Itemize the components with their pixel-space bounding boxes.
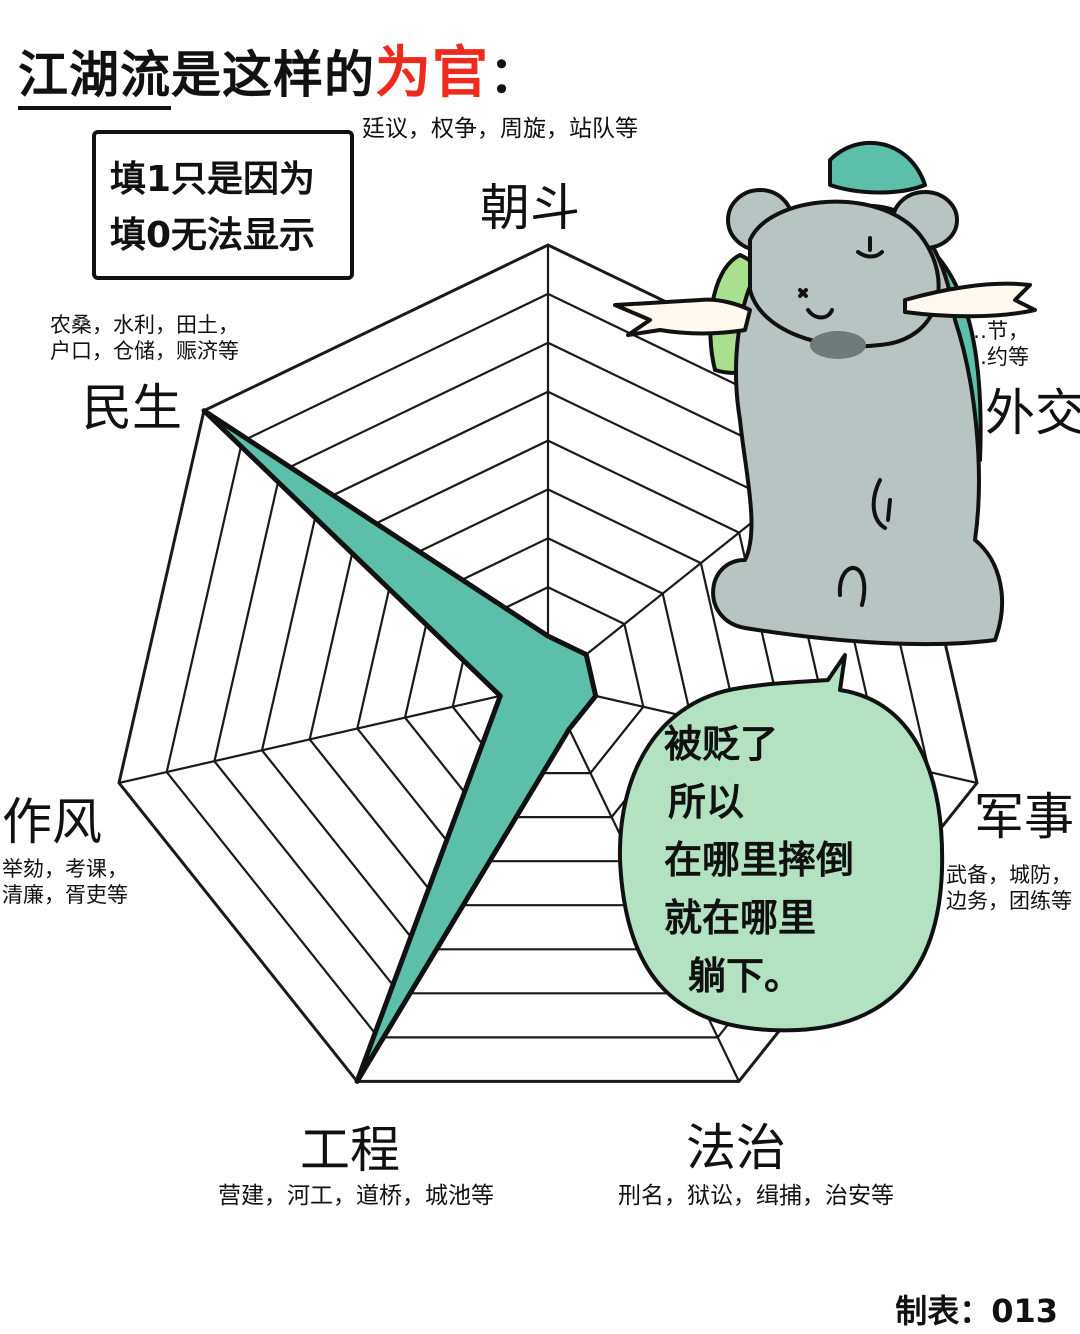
leaf-fan [708,253,788,375]
title-suffix: ： [489,46,540,104]
mascot-cheek [810,331,866,359]
mascot-ear-right [891,190,959,250]
series-area [201,408,599,1084]
page-title: 江湖流是这样的为官： [18,28,540,110]
spoke-6 [118,683,549,784]
axis-desc-2: …节，…约等 [966,318,1029,370]
mascot-mouth [806,308,834,320]
axis-desc-6: 举劾，考课，清廉，胥吏等 [2,856,128,908]
grid-ring-2 [451,585,645,775]
axis-label-6: 作风 [2,793,102,851]
mascot-body [711,203,1004,647]
data-point-5 [355,1079,360,1084]
credit: 制表：013 [895,1292,1058,1330]
axis-label-5: 工程 [300,1121,400,1179]
data-point-6 [498,693,503,698]
grid-ring-3 [403,537,693,819]
axis-desc-2-line-2: …约等 [966,345,1029,369]
axis-desc-4-line-1: 刑名，狱讼，缉捕，治安等 [618,1183,894,1209]
axis-label-7: 民生 [82,379,182,437]
bubble-line-4: 就在哪里 [664,896,817,940]
spoke-2 [547,409,893,686]
radar-series [201,408,599,1084]
axis-desc-3-line-2: 边务，团练等 [946,889,1072,913]
axis-desc-3-line-1: 武备，城防， [946,863,1072,887]
note-line-1: 填1只是因为 [110,159,316,200]
mascot-paw [871,478,892,530]
bubble-line-5: 躺下。 [688,954,803,998]
axis-desc-6-line-1: 举劾，考课， [2,857,128,881]
hat-leaf [828,140,927,195]
data-point-3 [593,693,598,698]
spoke-5 [356,684,549,1082]
mascot-foot [837,566,867,607]
whisker-right [903,281,1037,319]
axis-label-1: 朝斗 [480,179,580,237]
bubble-line-3: 在哪里摔倒 [664,838,855,882]
mascot-eye [856,250,884,259]
axis-desc-3: 武备，城防，边务，团练等 [946,862,1072,914]
bubble-line-2: 所以 [668,780,745,824]
bubble-line-1: 被贬了 [664,722,779,766]
axis-label-3: 军事 [974,788,1074,846]
mascot-ear-left [726,188,794,252]
axis-label-2: 外交 [985,384,1080,442]
spoke-7 [203,409,549,686]
axis-desc-5-line-1: 营建，河工，道桥，城池等 [218,1183,494,1209]
mascot-head [748,199,941,349]
data-point-4 [567,727,572,731]
axis-desc-7-line-2: 户口，仓储，赈济等 [50,339,239,363]
bubble-text: 被贬了所以在哪里摔倒就在哪里躺下。 [664,715,854,1005]
mascot-illustration [613,140,1037,647]
axis-desc-1: 廷议，权争，周旋，站队等 [362,116,638,142]
title-prefix: 江湖流 [18,46,171,110]
whisker-left [613,297,752,337]
axis-desc-7: 农桑，水利，田土，户口，仓储，赈济等 [50,312,239,364]
axis-desc-1-line-1: 廷议，权争，周旋，站队等 [362,116,638,142]
axis-desc-2-line-1: …节， [966,319,1029,343]
axis-desc-4: 刑名，狱讼，缉捕，治安等 [618,1183,894,1209]
axis-desc-7-line-1: 农桑，水利，田土， [50,313,239,337]
data-point-1 [546,634,550,639]
axis-desc-6-line-2: 清廉，胥吏等 [2,883,128,907]
note-line-2: 填0无法显示 [110,215,316,256]
data-point-7 [202,408,206,413]
grid-ring-1 [499,634,597,731]
data-point-2 [584,652,589,657]
title-middle: 是这样的 [171,46,375,104]
note-box: 填1只是因为 填0无法显示 [92,130,354,280]
mascot-nose [798,288,808,298]
axis-label-4: 法治 [686,1119,786,1177]
axis-desc-5: 营建，河工，道桥，城池等 [218,1183,494,1209]
title-accent: 为官 [375,41,489,106]
